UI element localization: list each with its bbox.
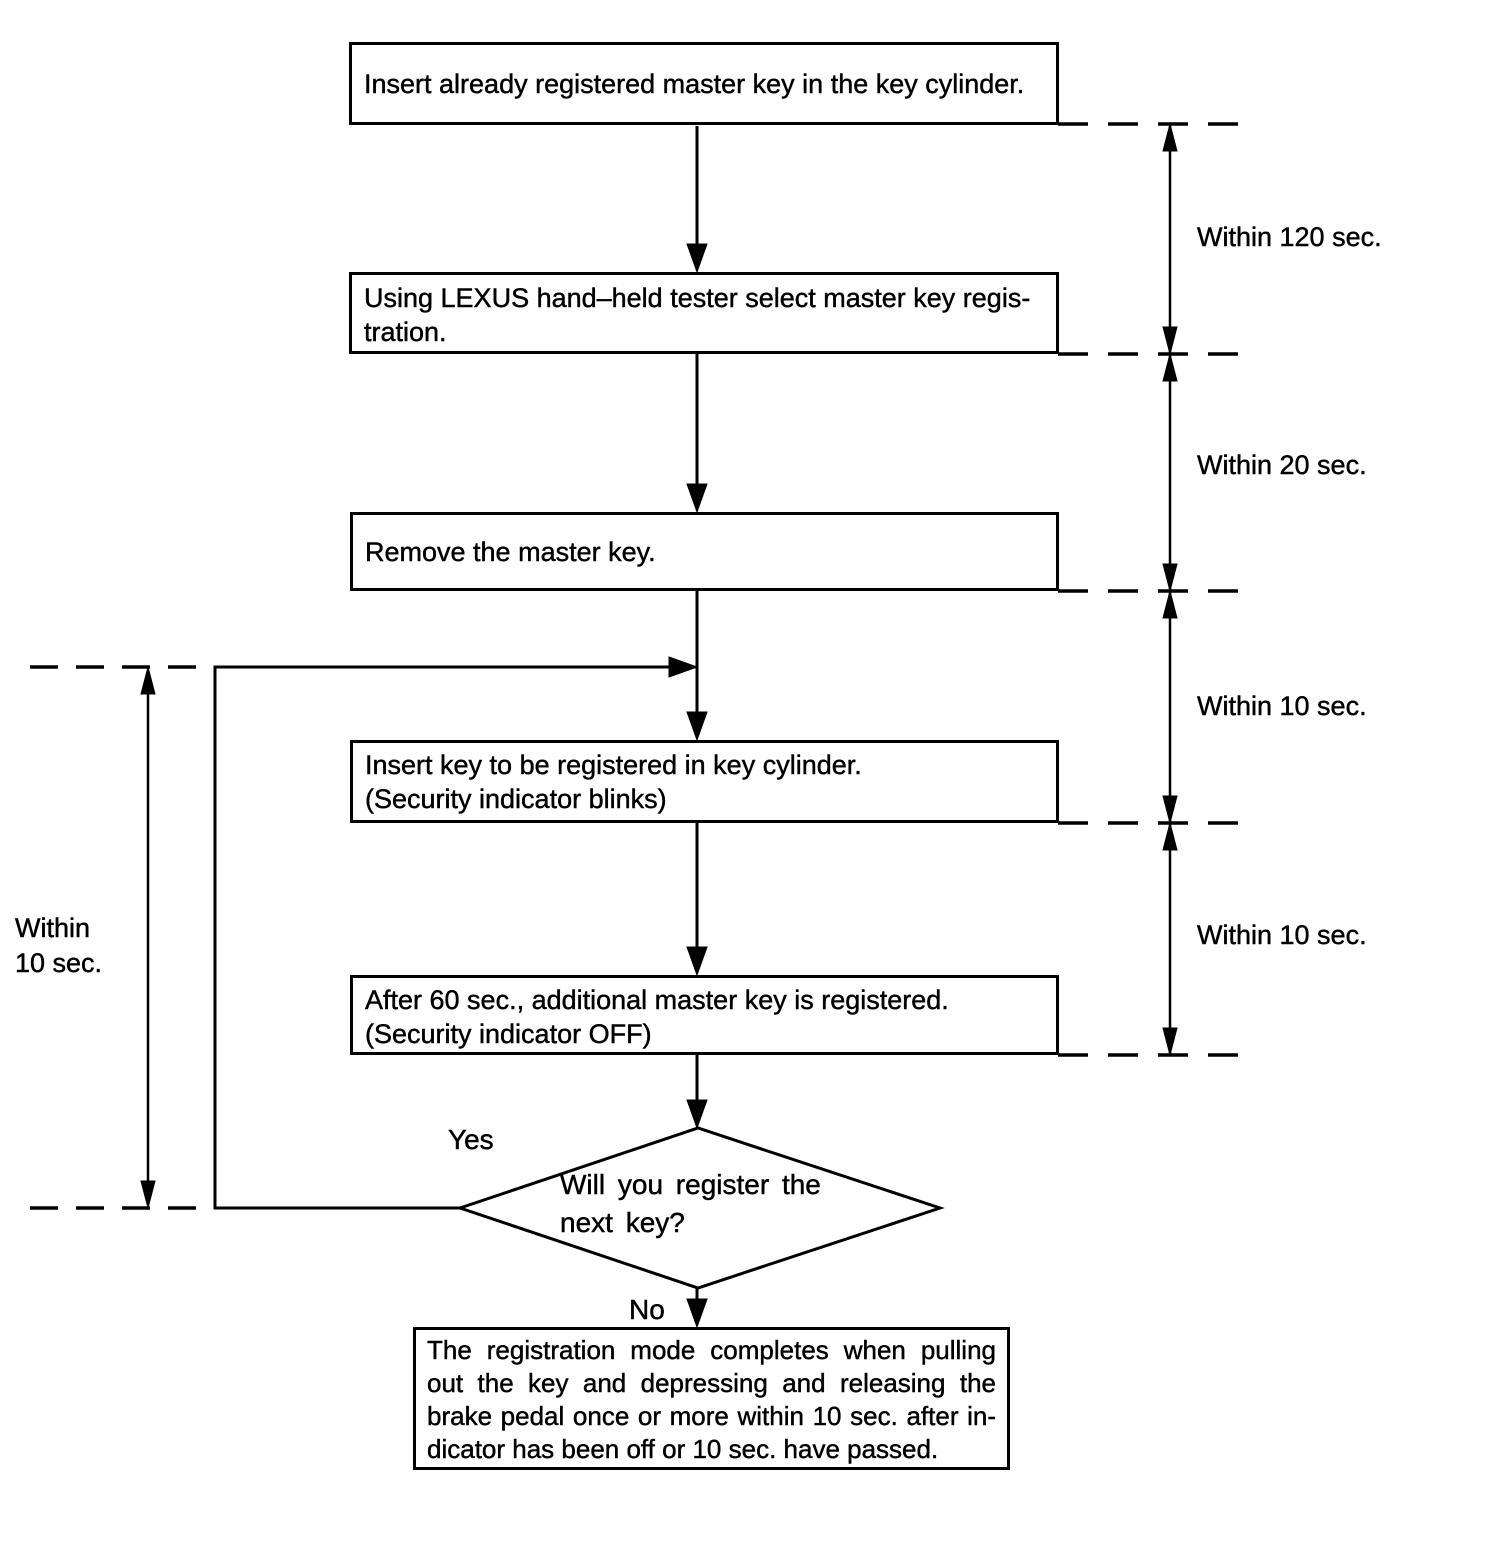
- decision-line: next key?: [560, 1207, 685, 1238]
- step-text: Remove the master key.: [365, 536, 656, 567]
- timing-label-left-line: 10 sec.: [15, 948, 103, 978]
- step-box-select-registration-with-tester: Using LEXUS hand–held tester select mast…: [349, 272, 1059, 354]
- decision-text: Will you register the next key?: [560, 1166, 870, 1242]
- right-timing-measure: [1058, 122, 1246, 1057]
- arrow-down-icon: [686, 711, 708, 742]
- step-text: Insert key to be registered in key cylin…: [365, 750, 862, 780]
- step-text: Using LEXUS hand–held tester select mast…: [364, 283, 1031, 313]
- arrow-down-icon: [686, 946, 708, 977]
- step-box-additional-key-registered: After 60 sec., additional master key is …: [350, 975, 1059, 1055]
- step-text: tration.: [364, 317, 447, 347]
- arrow-up-icon: [1162, 122, 1178, 152]
- decision-line: Will you register the: [560, 1169, 821, 1200]
- arrow-up-icon: [140, 665, 156, 695]
- arrow-down-icon: [686, 1298, 708, 1329]
- step-text: (Security indicator OFF): [365, 1019, 652, 1049]
- step-box-insert-registered-master-key: Insert already registered master key in …: [349, 42, 1059, 125]
- loop-line: [213, 665, 669, 1210]
- arrow-down-icon: [1162, 563, 1178, 593]
- arrow-up-icon: [1162, 589, 1178, 619]
- no-label: No: [629, 1294, 665, 1325]
- arrow-down-icon: [686, 1099, 708, 1130]
- flow-arrows: [686, 126, 708, 1329]
- step-text: After 60 sec., additional master key is …: [365, 985, 949, 1015]
- left-timing-measure: [30, 665, 196, 1210]
- arrow-down-icon: [1162, 1027, 1178, 1057]
- arrow-down-icon: [1162, 326, 1178, 356]
- final-step-text: brake pedal once or more within 10 sec. …: [427, 1401, 996, 1431]
- step-text: Insert already registered master key in …: [364, 68, 1025, 99]
- final-step-text: The registration mode completes when pul…: [427, 1335, 996, 1365]
- arrow-down-icon: [686, 243, 708, 274]
- step-box-insert-key-to-register: Insert key to be registered in key cylin…: [350, 740, 1059, 823]
- decision-diamond: [455, 1126, 945, 1290]
- arrow-down-icon: [1162, 795, 1178, 825]
- timing-label-left: Within 10 sec.: [15, 911, 103, 981]
- timing-label-10s-b: Within 10 sec.: [1197, 920, 1367, 950]
- step-box-remove-master-key: Remove the master key.: [350, 512, 1059, 591]
- timing-label-left-line: Within: [15, 913, 91, 943]
- arrow-right-icon: [668, 656, 699, 678]
- arrow-down-icon: [686, 483, 708, 514]
- final-step-text: dicator has been off or 10 sec. have pas…: [427, 1434, 939, 1464]
- timing-label-20s: Within 20 sec.: [1197, 450, 1367, 480]
- final-step-text: out the key and depressing and releasing…: [427, 1368, 996, 1398]
- arrow-up-icon: [1162, 821, 1178, 851]
- arrow-down-icon: [140, 1180, 156, 1210]
- timing-label-10s-a: Within 10 sec.: [1197, 691, 1367, 721]
- yes-label: Yes: [448, 1124, 494, 1155]
- step-text: (Security indicator blinks): [365, 784, 667, 814]
- final-step-box: The registration mode completes when pul…: [413, 1327, 1010, 1470]
- loop-connector: [213, 656, 699, 1210]
- arrow-up-icon: [1162, 352, 1178, 382]
- timing-label-120s: Within 120 sec.: [1197, 222, 1382, 252]
